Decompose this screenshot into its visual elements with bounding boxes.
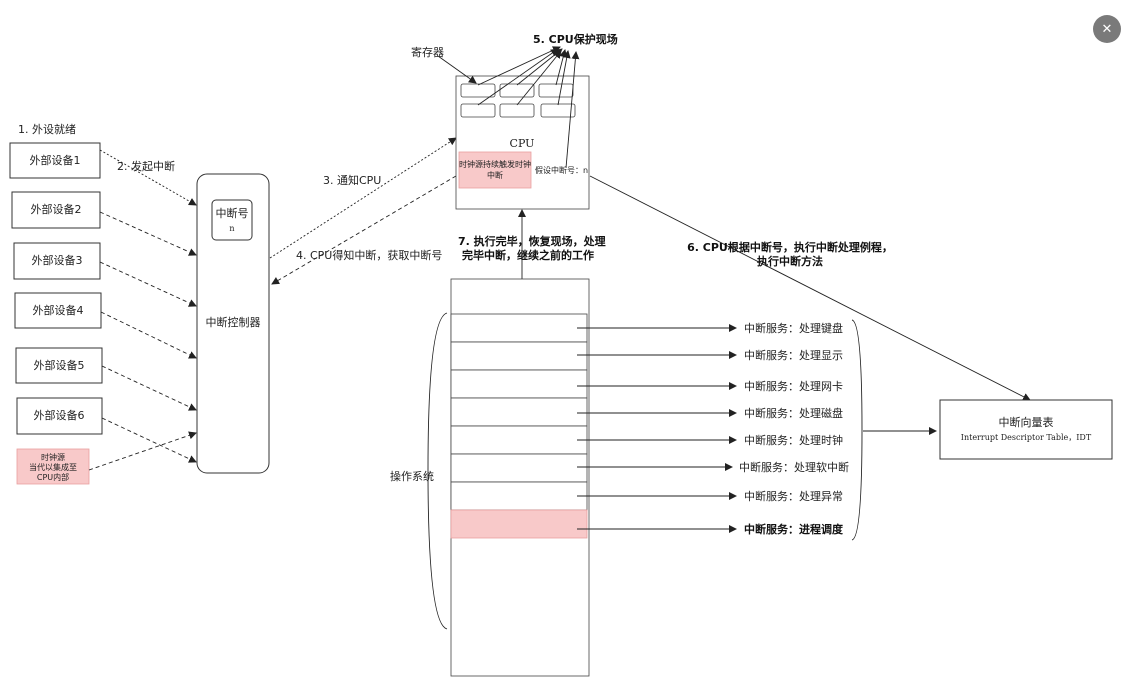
interrupt-number-box	[211, 199, 253, 241]
step-6-line-2: 执行中断方法	[757, 254, 823, 268]
os-slot-6	[450, 453, 588, 483]
arrow-device1-controller	[99, 149, 197, 206]
os-slot-2	[450, 341, 588, 371]
arrow-save-number	[565, 51, 580, 169]
device-3-label: 外部设备3	[32, 253, 83, 267]
device-2: 外部设备2	[11, 191, 101, 229]
arrow-clock-controller	[88, 431, 197, 471]
service-8: 中断服务：进程调度	[744, 522, 844, 536]
service-6: 中断服务：处理软中断	[739, 460, 849, 474]
os-memory-column	[450, 278, 590, 677]
register-4	[460, 103, 496, 118]
device-5-label: 外部设备5	[34, 358, 85, 372]
interrupt-number-value: n	[229, 224, 234, 233]
os-slot-8	[450, 509, 588, 539]
arrow-device4-controller	[100, 311, 197, 359]
services-brace	[851, 319, 863, 541]
register-2	[499, 83, 535, 98]
step-5-label: 5. CPU保护现场	[533, 32, 618, 46]
device-6: 外部设备6	[16, 397, 103, 435]
service-1: 中断服务：处理键盘	[744, 321, 843, 335]
service-7: 中断服务：处理异常	[744, 489, 843, 503]
arrow-device2-controller	[99, 211, 197, 256]
step-3-label: 3. 通知CPU	[323, 173, 381, 187]
idt-subtitle: Interrupt Descriptor Table，IDT	[961, 433, 1092, 442]
step-4-label: 4. CPU得知中断，获取中断号	[296, 248, 442, 262]
register-3	[538, 83, 574, 98]
service-2: 中断服务：处理显示	[744, 348, 843, 362]
device-4-label: 外部设备4	[33, 303, 84, 317]
os-slot-5	[450, 425, 588, 455]
arrow-save-5	[516, 50, 562, 106]
arrow-fetch-number	[271, 175, 457, 285]
cpu-label: CPU	[510, 137, 535, 150]
cpu-assumed-number: 假设中断号：n	[535, 165, 588, 175]
os-slot-3	[450, 369, 588, 399]
device-6-label: 外部设备6	[34, 408, 85, 422]
service-5: 中断服务：处理时钟	[744, 433, 843, 447]
step-6-line-1: 6. CPU根据中断号，执行中断处理例程，	[687, 240, 893, 254]
register-6	[540, 103, 576, 118]
cpu-box: CPU 时钟源持续触发时钟 中断 假设中断号：n	[455, 75, 590, 210]
device-ready-label: 1. 外设就绪	[18, 122, 76, 136]
clock-source-line-3: CPU内部	[37, 472, 69, 482]
clock-source-line-2: 当代以集成至	[29, 462, 77, 472]
device-2-label: 外部设备2	[31, 202, 82, 216]
arrow-device3-controller	[99, 261, 197, 307]
cpu-clock-box	[458, 151, 532, 189]
service-3: 中断服务：处理网卡	[744, 379, 843, 393]
step-2-label: 2. 发起中断	[117, 159, 175, 173]
register-1	[460, 83, 496, 98]
clock-source: 时钟源 当代以集成至 CPU内部	[16, 448, 90, 485]
arrow-save-1	[477, 46, 561, 86]
step-7-line-2: 完毕中断，继续之前的工作	[462, 248, 594, 262]
idt-title: 中断向量表	[999, 415, 1054, 429]
register-5	[499, 103, 535, 118]
arrow-register-label	[437, 55, 477, 84]
os-slot-4	[450, 397, 588, 427]
device-4: 外部设备4	[14, 292, 102, 329]
idt-box: 中断向量表 Interrupt Descriptor Table，IDT	[939, 399, 1113, 460]
register-label: 寄存器	[411, 45, 444, 59]
device-1-label: 外部设备1	[30, 153, 81, 167]
service-4: 中断服务：处理磁盘	[744, 406, 843, 420]
cpu-clock-line-1: 时钟源持续触发时钟	[459, 159, 531, 169]
os-brace	[427, 312, 448, 630]
close-icon[interactable]: ✕	[1093, 15, 1121, 43]
arrow-device6-controller	[101, 417, 197, 463]
device-3: 外部设备3	[13, 242, 101, 280]
controller-label: 中断控制器	[206, 315, 261, 329]
arrow-save-4	[477, 48, 559, 106]
arrow-cpu-idt	[589, 175, 1031, 401]
cpu-clock-line-2: 中断	[487, 170, 503, 180]
os-slot-7	[450, 481, 588, 511]
clock-source-line-1: 时钟源	[41, 452, 65, 462]
os-label: 操作系统	[390, 469, 434, 483]
interrupt-number-label: 中断号	[216, 206, 249, 220]
device-5: 外部设备5	[15, 347, 103, 384]
interrupt-controller: 中断号 n 中断控制器	[196, 173, 270, 474]
os-slot-1	[450, 313, 588, 343]
device-1: 外部设备1	[9, 142, 101, 179]
arrow-device5-controller	[101, 365, 197, 411]
arrow-notify-cpu	[269, 137, 457, 259]
step-7-line-1: 7. 执行完毕，恢复现场，处理	[458, 234, 606, 248]
arrow-save-6	[557, 50, 571, 106]
